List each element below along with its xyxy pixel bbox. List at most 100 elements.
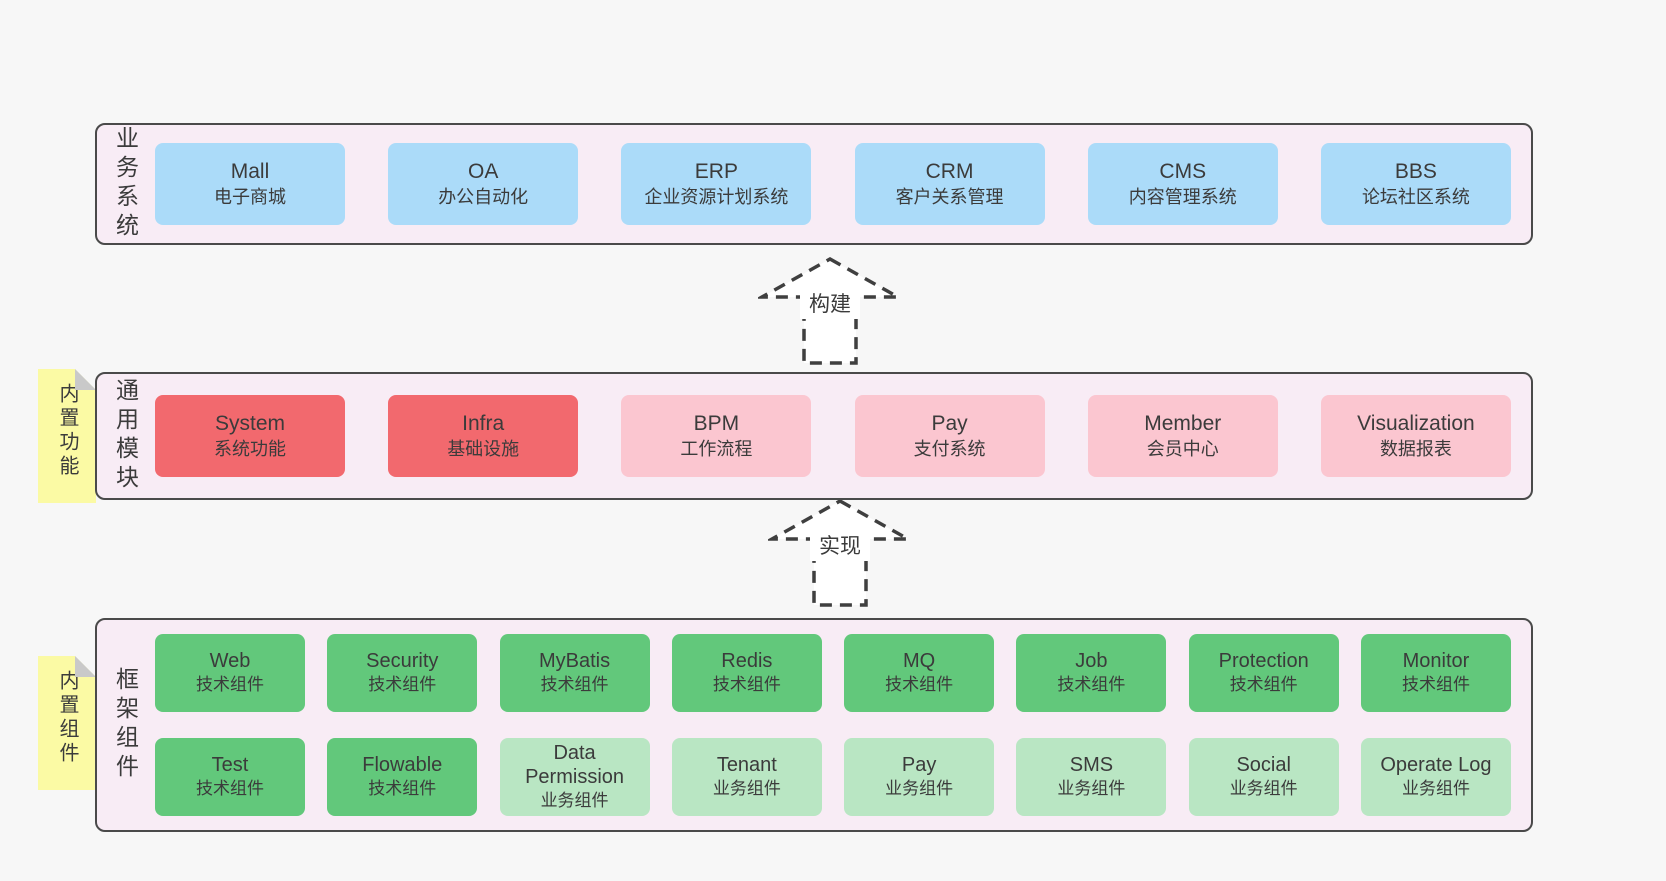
box-title: Pay	[901, 754, 937, 776]
box-mybatis: MyBatis 技术组件	[499, 634, 650, 712]
folded-corner	[75, 369, 96, 390]
band-framework-components: 框架组件 Web 技术组件 Security 技术组件 MyBatis 技术组件…	[95, 618, 1533, 832]
box-security: Security 技术组件	[327, 634, 478, 712]
box-title: Infra	[462, 411, 505, 435]
box-title: Mall	[230, 159, 270, 183]
box-subtitle: 会员中心	[1146, 438, 1219, 459]
box-title: MQ	[903, 650, 936, 672]
box-subtitle: 业务组件	[1229, 779, 1298, 798]
box-title: Pay	[931, 411, 968, 435]
framework-components-row-1: Web 技术组件 Security 技术组件 MyBatis 技术组件 Redi…	[155, 634, 1511, 712]
box-subtitle: 企业资源计划系统	[644, 186, 789, 207]
common-modules-boxes: System 系统功能 Infra 基础设施 BPM 工作流程 Pay 支付系统…	[141, 374, 1531, 498]
box-title: Operate Log	[1380, 754, 1492, 776]
band-label-text: 通用模块	[112, 378, 139, 494]
box-subtitle: 支付系统	[913, 438, 986, 459]
box-title: Web	[209, 650, 251, 672]
box-subtitle: 基础设施	[447, 438, 520, 459]
box-subtitle: 技术组件	[368, 779, 437, 798]
sticky-note-text: 内置组件	[56, 670, 78, 766]
box-subtitle: 业务组件	[1401, 779, 1470, 798]
band-business-systems: 业务系统 Mall 电子商城 OA 办公自动化 ERP 企业资源计划系统 CRM…	[95, 123, 1533, 245]
box-title: BPM	[693, 411, 740, 435]
box-title: Protection	[1218, 650, 1309, 672]
sticky-note-built-in-components: 内置组件	[38, 656, 96, 790]
box-subtitle: 客户关系管理	[895, 186, 1004, 207]
box-subtitle: 业务组件	[885, 779, 954, 798]
box-subtitle: 技术组件	[885, 675, 954, 694]
band-label-framework-components: 框架组件	[97, 620, 141, 830]
box-test: Test 技术组件	[155, 738, 305, 816]
box-sms: SMS 业务组件	[1016, 738, 1167, 816]
box-subtitle: 工作流程	[680, 438, 753, 459]
box-subtitle: 业务组件	[540, 791, 609, 810]
box-operate-log: Operate Log 业务组件	[1360, 738, 1511, 816]
band-label-text: 业务系统	[112, 126, 139, 242]
box-oa: OA 办公自动化	[388, 143, 579, 225]
box-mq: MQ 技术组件	[844, 634, 995, 712]
box-monitor: Monitor 技术组件	[1360, 634, 1511, 712]
box-title: Member	[1144, 411, 1222, 435]
box-tenant: Tenant 业务组件	[671, 738, 822, 816]
band-common-modules: 通用模块 System 系统功能 Infra 基础设施 BPM 工作流程 Pay…	[95, 372, 1533, 500]
box-subtitle: 电子商城	[214, 186, 286, 207]
framework-components-grid: Web 技术组件 Security 技术组件 MyBatis 技术组件 Redi…	[141, 620, 1531, 830]
business-systems-boxes: Mall 电子商城 OA 办公自动化 ERP 企业资源计划系统 CRM 客户关系…	[141, 125, 1531, 243]
framework-components-row-2: Test 技术组件 Flowable 技术组件 Data Permission …	[155, 738, 1511, 816]
box-subtitle: 办公自动化	[438, 186, 529, 207]
box-infra: Infra 基础设施	[388, 395, 579, 477]
box-subtitle: 技术组件	[1229, 675, 1298, 694]
box-subtitle: 数据报表	[1379, 438, 1452, 459]
box-title: Tenant	[716, 754, 777, 776]
box-title: Social	[1236, 754, 1291, 776]
box-title: ERP	[694, 159, 738, 183]
box-title: System	[214, 411, 285, 435]
box-subtitle: 业务组件	[1057, 779, 1126, 798]
box-subtitle: 论坛社区系统	[1361, 186, 1470, 207]
box-subtitle: 技术组件	[1401, 675, 1470, 694]
box-subtitle: 技术组件	[196, 675, 264, 694]
box-subtitle: 内容管理系统	[1128, 186, 1237, 207]
box-title: Redis	[721, 650, 773, 672]
box-title: BBS	[1394, 159, 1437, 183]
arrow-label-background	[800, 288, 860, 319]
box-subtitle: 业务组件	[712, 779, 781, 798]
box-title: Visualization	[1357, 411, 1475, 435]
box-title: Job	[1075, 650, 1108, 672]
sticky-note-built-in-features: 内置功能	[38, 369, 96, 503]
implement-arrow: 实现	[768, 498, 912, 607]
box-visualization: Visualization 数据报表	[1320, 395, 1511, 477]
folded-corner	[75, 656, 96, 677]
box-title: Monitor	[1402, 650, 1470, 672]
box-bpm: BPM 工作流程	[621, 395, 812, 477]
box-protection: Protection 技术组件	[1188, 634, 1339, 712]
box-subtitle: 技术组件	[540, 675, 609, 694]
box-pay: Pay 支付系统	[854, 395, 1045, 477]
box-subtitle: 技术组件	[196, 779, 264, 798]
box-crm: CRM 客户关系管理	[854, 143, 1045, 225]
band-label-text: 框架组件	[112, 667, 139, 783]
arrow-label: 构建	[809, 293, 851, 316]
box-pay-biz: Pay 业务组件	[844, 738, 995, 816]
sticky-note-text: 内置功能	[56, 383, 78, 479]
box-subtitle: 技术组件	[368, 675, 437, 694]
box-subtitle: 技术组件	[712, 675, 781, 694]
box-flowable: Flowable 技术组件	[327, 738, 478, 816]
box-title: Flowable	[362, 754, 443, 776]
box-title: OA	[468, 159, 499, 183]
box-title: Security	[366, 650, 439, 672]
box-web: Web 技术组件	[155, 634, 305, 712]
band-label-business-systems: 业务系统	[97, 125, 141, 243]
box-mall: Mall 电子商城	[155, 143, 345, 225]
box-subtitle: 系统功能	[214, 438, 286, 459]
build-arrow: 构建	[758, 256, 902, 365]
band-label-common-modules: 通用模块	[97, 374, 141, 498]
box-social: Social 业务组件	[1188, 738, 1339, 816]
box-system: System 系统功能	[155, 395, 345, 477]
box-subtitle: 技术组件	[1057, 675, 1126, 694]
box-title: SMS	[1069, 754, 1114, 776]
box-cms: CMS 内容管理系统	[1087, 143, 1278, 225]
box-title: CRM	[925, 159, 974, 183]
box-member: Member 会员中心	[1087, 395, 1278, 477]
box-redis: Redis 技术组件	[671, 634, 822, 712]
